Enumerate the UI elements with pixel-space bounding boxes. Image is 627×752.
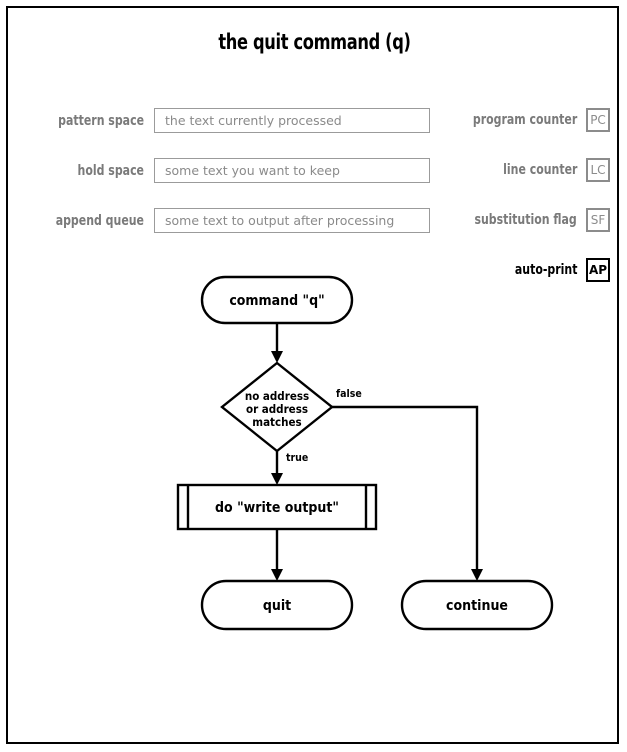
flag-row-program-counter: program counter PC — [444, 108, 610, 132]
flow-node-process-label: do "write output" — [215, 500, 339, 516]
flow-node-decision-line1: no address — [245, 389, 309, 403]
badge-auto-print[interactable]: AP — [586, 258, 610, 282]
label-hold-space: hold space — [77, 162, 144, 179]
flow-edge-process-to-quit — [271, 529, 283, 581]
flow-edge-true: true — [271, 451, 308, 485]
input-append-queue[interactable]: some text to output after processing — [154, 208, 430, 233]
page-title: the quit command (q) — [218, 30, 411, 54]
flow-node-decision-line2: or address — [246, 402, 308, 416]
flow-edge-false: false — [332, 388, 483, 581]
flow-node-end-continue[interactable]: continue — [400, 579, 554, 631]
flow-node-decision-line3: matches — [252, 415, 301, 429]
state-row-hold-space: hold space some text you want to keep — [8, 158, 436, 183]
flow-node-start[interactable]: command "q" — [200, 275, 354, 325]
flow-node-start-label: command "q" — [229, 293, 324, 309]
input-pattern-space[interactable]: the text currently processed — [154, 108, 430, 133]
diagram-page: the quit command (q) pattern space the t… — [6, 6, 619, 744]
flow-edge-label-false: false — [336, 388, 362, 400]
flowchart: command "q" no address or address matche… — [176, 275, 554, 631]
flag-row-substitution-flag: substitution flag SF — [444, 208, 610, 232]
flow-edge-start-to-decision — [271, 323, 283, 363]
input-hold-space[interactable]: some text you want to keep — [154, 158, 430, 183]
label-line-counter: line counter — [502, 162, 577, 178]
flow-node-end-quit[interactable]: quit — [200, 579, 354, 631]
flow-node-process[interactable]: do "write output" — [176, 483, 378, 531]
state-row-append-queue: append queue some text to output after p… — [8, 208, 436, 233]
badge-line-counter[interactable]: LC — [586, 158, 610, 182]
flow-node-end-continue-label: continue — [446, 598, 508, 614]
flag-row-auto-print: auto-print AP — [444, 258, 610, 282]
label-pattern-space: pattern space — [58, 112, 144, 129]
state-row-pattern-space: pattern space the text currently process… — [8, 108, 436, 133]
flag-row-line-counter: line counter LC — [444, 158, 610, 182]
label-auto-print: auto-print — [514, 262, 577, 278]
label-program-counter: program counter — [472, 112, 577, 128]
flow-node-end-quit-label: quit — [263, 598, 291, 614]
label-substitution-flag: substitution flag — [474, 212, 577, 228]
flow-node-decision[interactable]: no address or address matches — [220, 361, 334, 453]
label-append-queue: append queue — [55, 212, 144, 229]
flow-edge-label-true: true — [286, 452, 308, 464]
badge-substitution-flag[interactable]: SF — [586, 208, 610, 232]
badge-program-counter[interactable]: PC — [586, 108, 610, 132]
